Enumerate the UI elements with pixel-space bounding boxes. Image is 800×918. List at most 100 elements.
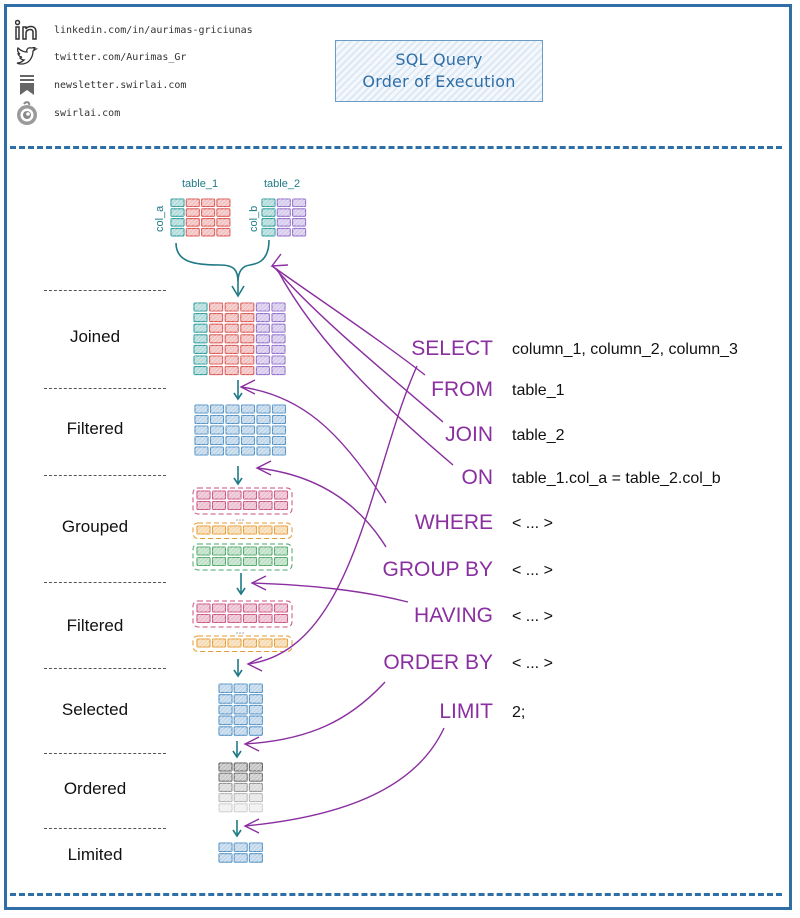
cell-hatch bbox=[210, 436, 224, 445]
cell-hatch bbox=[219, 705, 232, 714]
cell-hatch bbox=[210, 426, 224, 434]
arrowhead bbox=[243, 818, 260, 834]
cell-hatch bbox=[274, 547, 288, 555]
cell-hatch bbox=[249, 843, 263, 852]
arrowhead bbox=[232, 829, 242, 838]
cell-hatch bbox=[256, 334, 270, 343]
table-2-label: table_2 bbox=[264, 178, 300, 190]
limited-grid bbox=[218, 842, 263, 863]
cell-hatch bbox=[249, 853, 263, 863]
cell-hatch bbox=[262, 218, 275, 227]
cell-hatch bbox=[210, 405, 224, 413]
group-pink-outline bbox=[192, 487, 293, 515]
table-1-grid bbox=[170, 198, 231, 237]
cell-hatch bbox=[249, 716, 263, 725]
cell-hatch bbox=[195, 447, 208, 455]
group-orange-outline bbox=[192, 522, 293, 539]
stage-label-filtered-where: Filtered bbox=[66, 419, 124, 438]
having-group-orange-outline bbox=[192, 635, 293, 652]
arrowhead bbox=[270, 253, 289, 267]
cell-hatch bbox=[262, 228, 275, 236]
group-orange bbox=[196, 525, 289, 535]
cell-hatch bbox=[216, 208, 230, 217]
keyword-having: HAVING bbox=[414, 604, 493, 627]
cell-hatch bbox=[216, 199, 230, 207]
cell-hatch bbox=[194, 356, 207, 364]
cell-hatch bbox=[194, 303, 207, 311]
ellipsis-dot bbox=[236, 519, 238, 521]
cell-hatch bbox=[226, 405, 239, 413]
keyword-order-by: ORDER BY bbox=[383, 651, 493, 674]
cell-hatch bbox=[171, 208, 184, 217]
cell-hatch bbox=[228, 604, 241, 612]
linkedin-url: linkedin.com/in/aurimas-griciunas bbox=[54, 24, 253, 36]
cell-hatch bbox=[209, 334, 223, 343]
cell-hatch bbox=[194, 324, 207, 333]
arrowhead bbox=[250, 575, 267, 591]
stage-label-limited: Limited bbox=[67, 845, 123, 864]
cell-hatch bbox=[225, 303, 239, 311]
argument-join: table_2 bbox=[512, 427, 565, 444]
cell-hatch bbox=[272, 356, 285, 364]
cell-hatch bbox=[249, 694, 263, 704]
cell-hatch bbox=[272, 324, 285, 333]
cell-hatch bbox=[259, 491, 272, 499]
cell-hatch bbox=[234, 763, 248, 771]
cell-hatch bbox=[243, 557, 257, 566]
filtered-grid bbox=[194, 404, 287, 456]
selected-grid bbox=[218, 683, 263, 736]
social-link-newsletter[interactable]: newsletter.swirlai.com bbox=[14, 72, 186, 98]
arrowhead bbox=[246, 656, 263, 672]
cell-hatch bbox=[272, 436, 286, 445]
cell-hatch bbox=[212, 547, 226, 555]
cell-hatch bbox=[259, 614, 272, 623]
cell-hatch bbox=[225, 345, 239, 354]
cell-hatch bbox=[209, 324, 223, 333]
cell-hatch bbox=[226, 415, 239, 424]
cell-hatch bbox=[225, 313, 239, 322]
cell-hatch bbox=[212, 501, 226, 510]
cell-hatch bbox=[257, 447, 270, 455]
newsletter-icon bbox=[14, 72, 40, 98]
twitter-icon bbox=[14, 44, 40, 70]
cell-hatch bbox=[257, 405, 270, 413]
ellipsis-dot bbox=[239, 519, 241, 521]
social-link-twitter[interactable]: twitter.com/Aurimas_Gr bbox=[14, 44, 186, 70]
social-link-swirlai[interactable]: swirlai.com bbox=[14, 100, 120, 126]
cell-hatch bbox=[212, 491, 226, 499]
cell-hatch bbox=[234, 684, 248, 693]
cell-hatch bbox=[216, 228, 230, 236]
cell-hatch bbox=[201, 208, 215, 217]
cell-hatch bbox=[194, 334, 207, 343]
arrowhead bbox=[243, 736, 260, 752]
cell-hatch bbox=[274, 491, 288, 499]
cell-hatch bbox=[262, 208, 275, 217]
cell-hatch bbox=[219, 726, 232, 736]
cell-hatch bbox=[194, 313, 207, 322]
cell-hatch bbox=[249, 705, 263, 714]
order-by-arrow bbox=[244, 681, 386, 745]
cell-hatch bbox=[274, 557, 288, 566]
cell-hatch bbox=[219, 716, 232, 725]
cell-hatch bbox=[225, 324, 239, 333]
cell-hatch bbox=[249, 793, 263, 802]
cell-hatch bbox=[210, 415, 224, 424]
cell-hatch bbox=[241, 426, 255, 434]
cell-hatch bbox=[228, 639, 241, 647]
keyword-join: JOIN bbox=[445, 423, 493, 446]
keyword-from: FROM bbox=[431, 378, 493, 401]
select-arrow bbox=[247, 365, 418, 665]
cell-hatch bbox=[272, 447, 286, 455]
newsletter-url: newsletter.swirlai.com bbox=[54, 79, 187, 91]
social-link-linkedin[interactable]: linkedin.com/in/aurimas-griciunas bbox=[14, 17, 253, 43]
stage-divider bbox=[44, 828, 166, 829]
cell-hatch bbox=[243, 491, 257, 499]
cell-hatch bbox=[240, 324, 254, 333]
cell-hatch bbox=[243, 501, 257, 510]
cell-hatch bbox=[186, 208, 200, 217]
stage-divider bbox=[44, 582, 166, 583]
stage-label-grouped: Grouped bbox=[61, 517, 129, 536]
cell-hatch bbox=[274, 639, 288, 647]
cell-hatch bbox=[197, 639, 210, 647]
cell-hatch bbox=[240, 366, 254, 375]
